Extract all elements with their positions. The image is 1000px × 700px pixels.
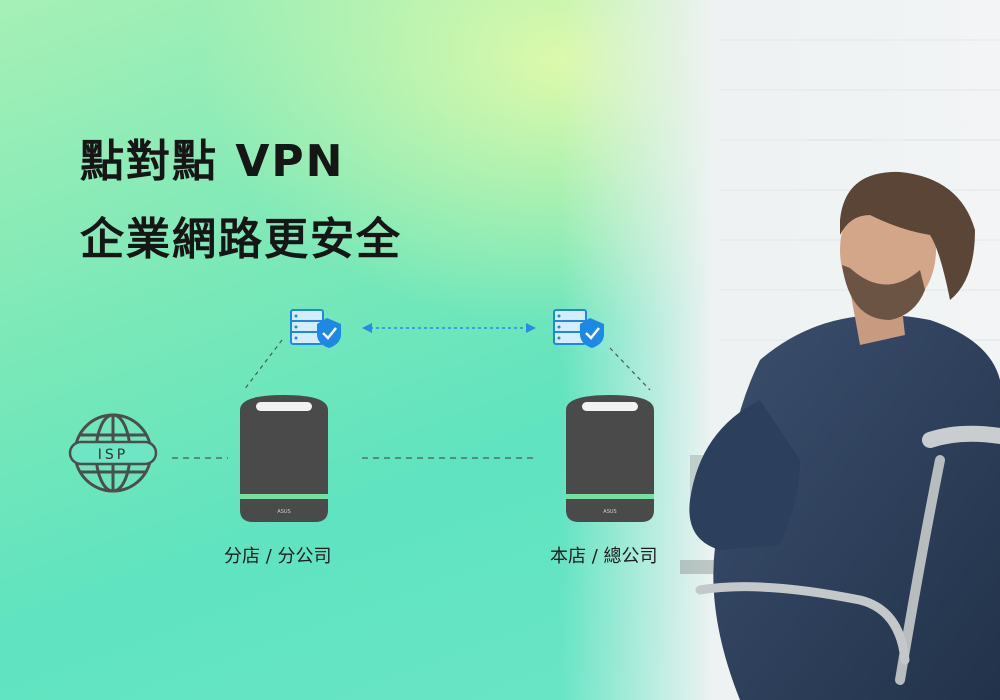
server-shield-icon [290,309,341,348]
headline-line-2: 企業網路更安全 [80,214,402,265]
vpn-tunnel-arrow [362,323,536,333]
router-icon: ASUS [240,395,328,522]
headquarters-label: 本店 / 總公司 [550,546,658,567]
branch-vpn-link [243,339,283,391]
globe-icon [68,413,158,493]
headline-line-1: 點對點 VPN [80,136,345,187]
router-logo: ASUS [603,509,616,515]
hq-vpn-link [609,347,651,391]
router-icon: ASUS [566,395,654,522]
isp-label: ISP [98,447,128,463]
server-shield-icon [553,309,604,348]
branch-label: 分店 / 分公司 [224,546,332,567]
router-logo: ASUS [277,509,290,515]
